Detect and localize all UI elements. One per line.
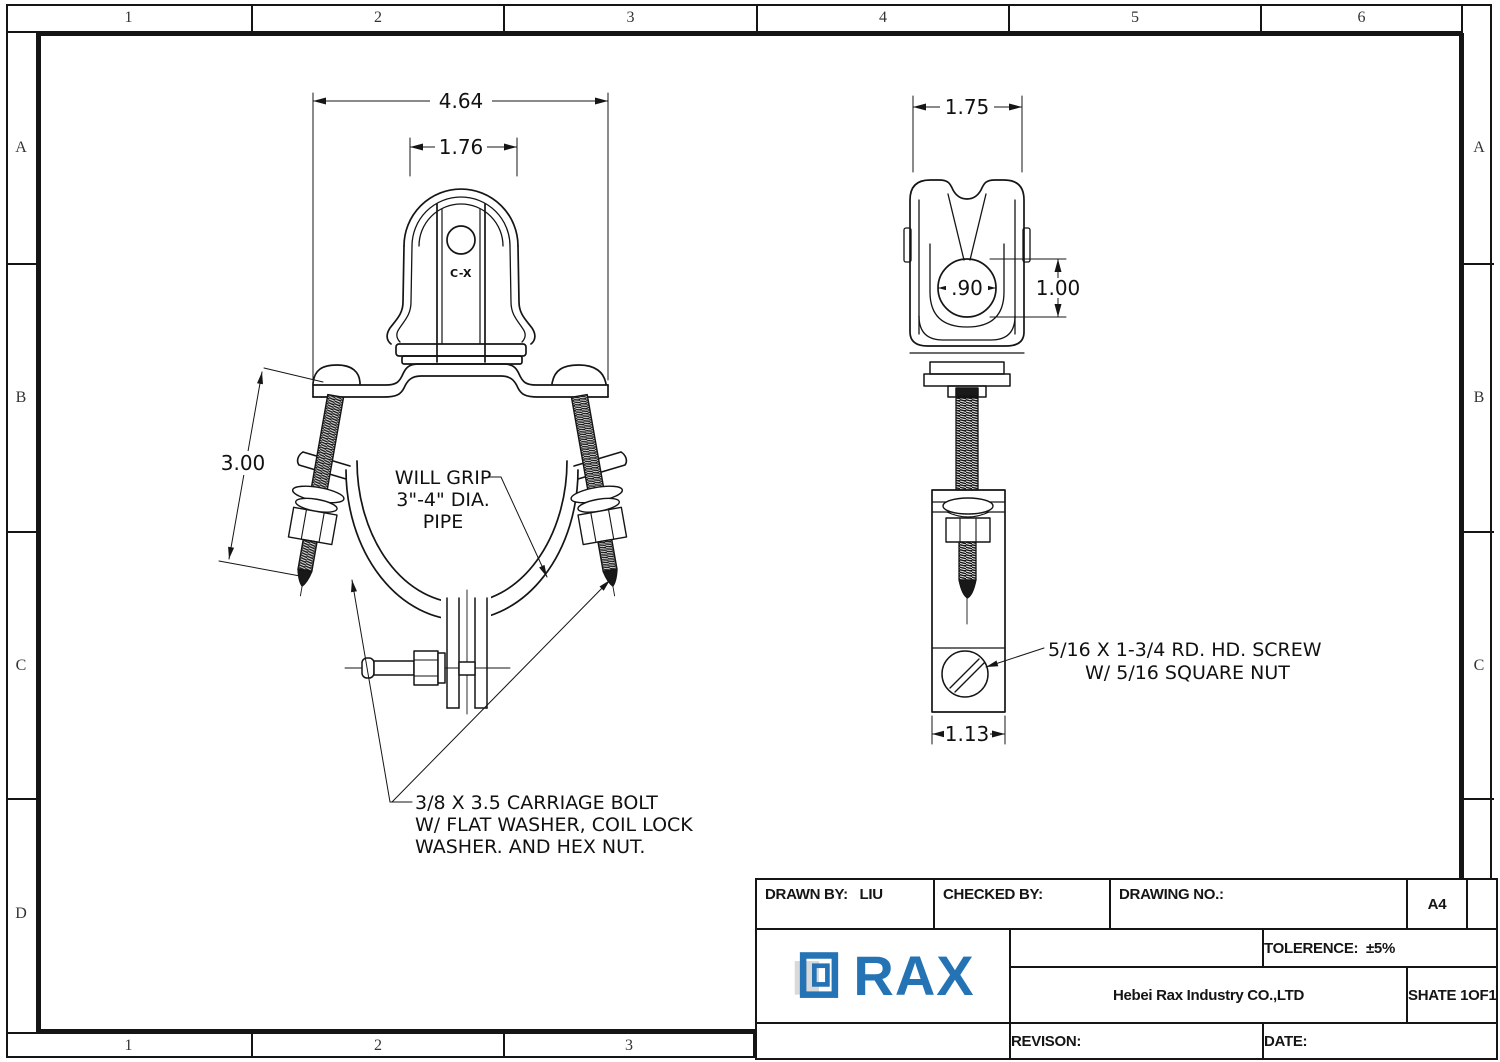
zone-top-3: 3 (505, 4, 758, 31)
zone-bottom-1: 1 (6, 1034, 253, 1058)
cell-revision: REVISON: (1009, 1022, 1264, 1060)
title-block: DRAWN BY: LIU CHECKED BY: DRAWING NO.: A… (755, 878, 1499, 1060)
zone-right-a: A (1464, 33, 1494, 265)
zone-label: 5 (1131, 8, 1139, 26)
zone-strip-top: 1 2 3 4 5 6 (6, 4, 1463, 33)
zone-label: 1 (124, 1037, 133, 1054)
cell-paper-size: A4 (1406, 878, 1468, 930)
rax-logo-icon (795, 952, 839, 998)
cell-empty-bottom (755, 1022, 1011, 1060)
company-name: Hebei Rax Industry CO.,LTD (1112, 986, 1305, 1004)
zone-left-b: B (6, 265, 36, 533)
zone-label: 2 (374, 8, 382, 26)
zone-strip-left: A B C D (6, 33, 38, 1032)
zone-top-6: 6 (1262, 4, 1463, 31)
zone-label: 3 (625, 1037, 633, 1054)
zone-label: 4 (879, 8, 887, 26)
cell-drawing-no: DRAWING NO.: (1109, 878, 1408, 930)
zone-strip-right: A B C (1462, 33, 1494, 928)
zone-right-c: C (1464, 533, 1494, 800)
zone-bottom-2: 2 (253, 1034, 505, 1058)
zone-label: C (15, 656, 27, 674)
zone-top-4: 4 (758, 4, 1010, 31)
cell-drawn-by: DRAWN BY: LIU (755, 878, 935, 930)
zone-label: B (1473, 389, 1485, 406)
cell-logo: RAX (755, 928, 1011, 1024)
revision-label: REVISON: (1011, 1032, 1082, 1050)
drawn-by-value: LIU (859, 886, 883, 903)
cell-sheet-number: SHATE 1OF1 (1405, 966, 1499, 1024)
date-label: DATE: (1264, 1032, 1308, 1050)
zone-top-2: 2 (253, 4, 505, 31)
paper-size: A4 (1427, 895, 1447, 913)
zone-left-c: C (6, 533, 36, 800)
zone-label: 6 (1357, 8, 1366, 26)
zone-label: C (1473, 656, 1485, 674)
cell-corner-empty (1465, 878, 1499, 930)
zone-label: 2 (374, 1037, 382, 1054)
cell-tolerance: TOLERENCE: ±5% (1261, 928, 1499, 968)
zone-label: 1 (124, 8, 133, 26)
cell-checked-by: CHECKED BY: (933, 878, 1111, 930)
zone-bottom-3: 3 (505, 1034, 755, 1058)
zone-strip-bottom: 1 2 3 (6, 1032, 755, 1058)
tolerance-value: ±5% (1365, 939, 1395, 957)
drawing-no-label: DRAWING NO.: (1119, 886, 1224, 903)
zone-label: B (15, 389, 27, 406)
drawn-by-label: DRAWN BY: (765, 886, 848, 903)
zone-top-1: 1 (6, 4, 253, 31)
zone-right-b: B (1464, 265, 1494, 533)
cell-date: DATE: (1261, 1022, 1499, 1060)
cell-company: Hebei Rax Industry CO.,LTD (1009, 966, 1408, 1024)
checked-by-label: CHECKED BY: (943, 886, 1043, 903)
cell-empty-mid (1009, 928, 1264, 968)
zone-label: 3 (626, 8, 635, 26)
inner-frame (38, 33, 1462, 1032)
zone-left-d: D (6, 800, 36, 1028)
zone-top-5: 5 (1010, 4, 1262, 31)
tolerance-label: TOLERENCE: (1264, 939, 1359, 957)
zone-label: A (15, 139, 27, 156)
rax-logo-text: RAX (853, 944, 975, 1007)
sheet-label: SHATE 1OF1 (1408, 986, 1497, 1004)
zone-label: D (15, 905, 27, 922)
zone-label: A (1473, 139, 1485, 156)
zone-left-a: A (6, 33, 36, 265)
